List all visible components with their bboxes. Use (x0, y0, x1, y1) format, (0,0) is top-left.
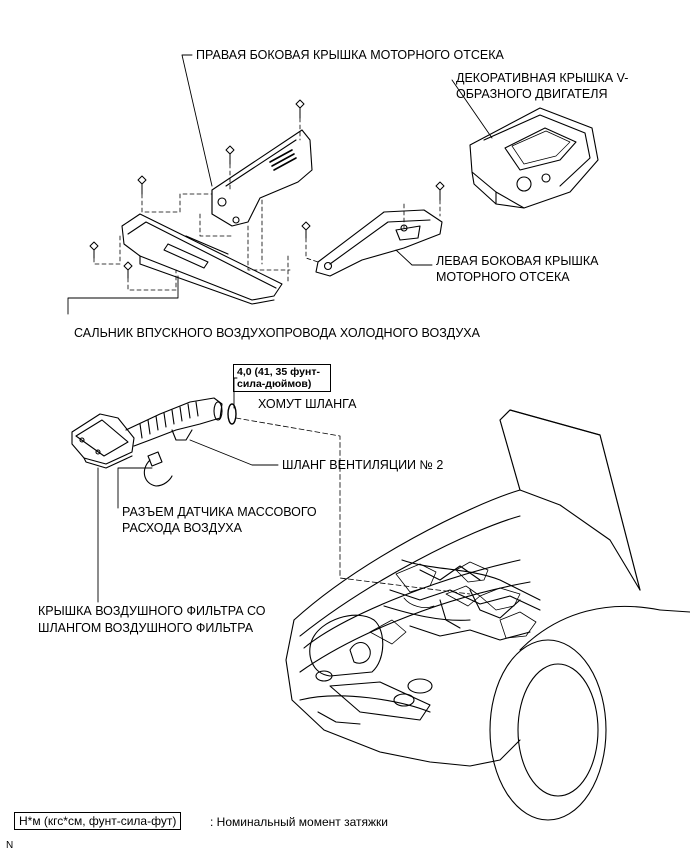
corner-code: N (6, 840, 14, 851)
fastener-bolts (89, 99, 445, 279)
label-left-cover-line1: ЛЕВАЯ БОКОВАЯ КРЫШКА (436, 254, 599, 268)
leader-lines-middle (97, 377, 279, 603)
label-deco-cover-line1: ДЕКОРАТИВНАЯ КРЫШКА V- (456, 71, 628, 85)
label-filter-line2: ШЛАНГОМ ВОЗДУШНОГО ФИЛЬТРА (38, 621, 254, 635)
bolt (295, 99, 305, 119)
cold-air-intake-seal (121, 213, 283, 305)
torque-value-line1: 4,0 (41, 35 фунт- (237, 366, 320, 378)
bolt (137, 175, 147, 195)
leader-lines-top (67, 54, 493, 315)
assembly-dash-lines (93, 117, 441, 291)
label-maf-line1: РАЗЪЕМ ДАТЧИКА МАССОВОГО (122, 505, 317, 519)
label-intake-seal: САЛЬНИК ВПУСКНОГО ВОЗДУХОПРОВОДА ХОЛОДНО… (74, 326, 481, 340)
left-side-cover (315, 209, 443, 277)
label-hose-clamp: ХОМУТ ШЛАНГА (258, 397, 357, 411)
torque-value-line2: сила-дюймов) (237, 378, 312, 390)
label-vent-hose: ШЛАНГ ВЕНТИЛЯЦИИ № 2 (282, 458, 443, 472)
labels: ПРАВАЯ БОКОВАЯ КРЫШКА МОТОРНОГО ОТСЕКА Д… (38, 48, 628, 635)
label-right-side-cover: ПРАВАЯ БОКОВАЯ КРЫШКА МОТОРНОГО ОТСЕКА (196, 48, 505, 62)
bolt (123, 261, 133, 279)
label-left-cover-line2: МОТОРНОГО ОТСЕКА (436, 270, 570, 284)
label-maf-line2: РАСХОДА ВОЗДУХА (122, 521, 243, 535)
torque-spec-box: 4,0 (41, 35 фунт- сила-дюймов) (233, 364, 331, 392)
v-engine-decorative-cover (469, 107, 599, 209)
label-deco-cover-line2: ОБРАЗНОГО ДВИГАТЕЛЯ (456, 87, 607, 101)
bolt (89, 241, 99, 259)
air-filter-cap-with-hose (71, 397, 237, 487)
right-side-cover (211, 129, 313, 227)
bolt (225, 145, 235, 165)
engine-bay-detail (369, 561, 537, 645)
bolt (301, 221, 311, 239)
legend-description: : Номинальный момент затяжки (210, 815, 388, 829)
legend-unit-box: Н*м (кгс*см, фунт-сила-фут) (14, 812, 182, 830)
label-filter-line1: КРЫШКА ВОЗДУШНОГО ФИЛЬТРА СО (38, 604, 266, 618)
bolt (435, 181, 445, 201)
